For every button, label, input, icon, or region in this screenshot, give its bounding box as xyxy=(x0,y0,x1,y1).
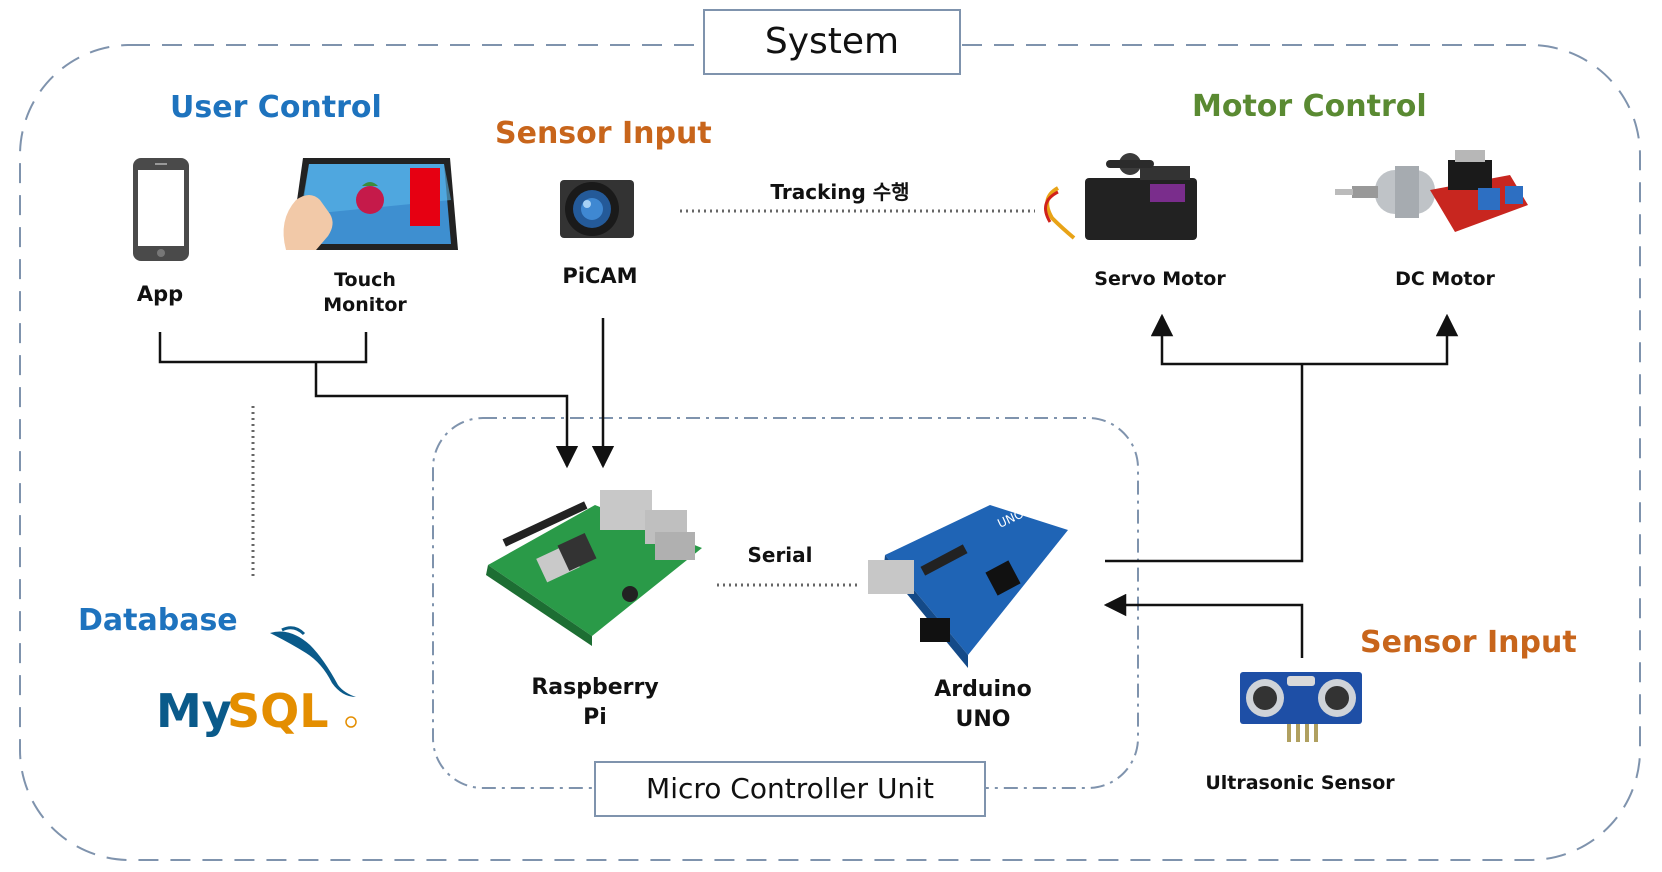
svg-text:SQL: SQL xyxy=(227,684,329,738)
app-connector xyxy=(158,332,368,364)
app-label: App xyxy=(136,282,184,306)
arduino-to-motor-connector xyxy=(1105,364,1304,563)
ultrasonic-sensor-label: Ultrasonic Sensor xyxy=(1205,772,1395,794)
ultrasonic-sensor-icon xyxy=(1240,672,1362,742)
to-servo-arrow xyxy=(1150,313,1302,366)
section-database: Database xyxy=(78,603,238,638)
system-title: System xyxy=(703,9,961,75)
dc-motor-icon xyxy=(1335,150,1528,232)
arduino-uno-board: UNO xyxy=(868,505,1068,668)
touch-monitor-icon xyxy=(283,158,458,250)
servo-motor-label: Servo Motor xyxy=(1094,268,1226,290)
svg-text:My: My xyxy=(156,684,232,738)
section-sensor-input-bottom: Sensor Input xyxy=(1360,625,1577,660)
touch-monitor-label: Touch Monitor xyxy=(323,269,407,316)
to-dc-arrow xyxy=(1302,313,1459,366)
ultrasonic-to-arduino-arrow xyxy=(1103,593,1304,658)
mysql-logo: My SQL xyxy=(156,626,357,738)
serial-label: Serial xyxy=(747,543,813,567)
arduino-uno-label: Arduino UNO xyxy=(934,677,1032,732)
section-sensor-input-top: Sensor Input xyxy=(495,116,712,151)
dc-motor-label: DC Motor xyxy=(1395,268,1495,290)
picam-label: PiCAM xyxy=(562,264,638,288)
section-user-control: User Control xyxy=(170,90,382,125)
mcu-title: Micro Controller Unit xyxy=(594,761,986,817)
tracking-label: Tracking 수행 xyxy=(770,180,910,204)
raspberry-pi-board xyxy=(486,490,702,646)
phone-icon xyxy=(133,158,189,261)
camera-icon xyxy=(560,180,634,238)
section-motor-control: Motor Control xyxy=(1192,89,1427,124)
raspberry-pi-label: Raspberry Pi xyxy=(531,675,659,730)
system-boundary xyxy=(19,44,1641,861)
user-to-rpi-arrow xyxy=(314,362,579,469)
servo-motor-icon xyxy=(1044,153,1197,240)
